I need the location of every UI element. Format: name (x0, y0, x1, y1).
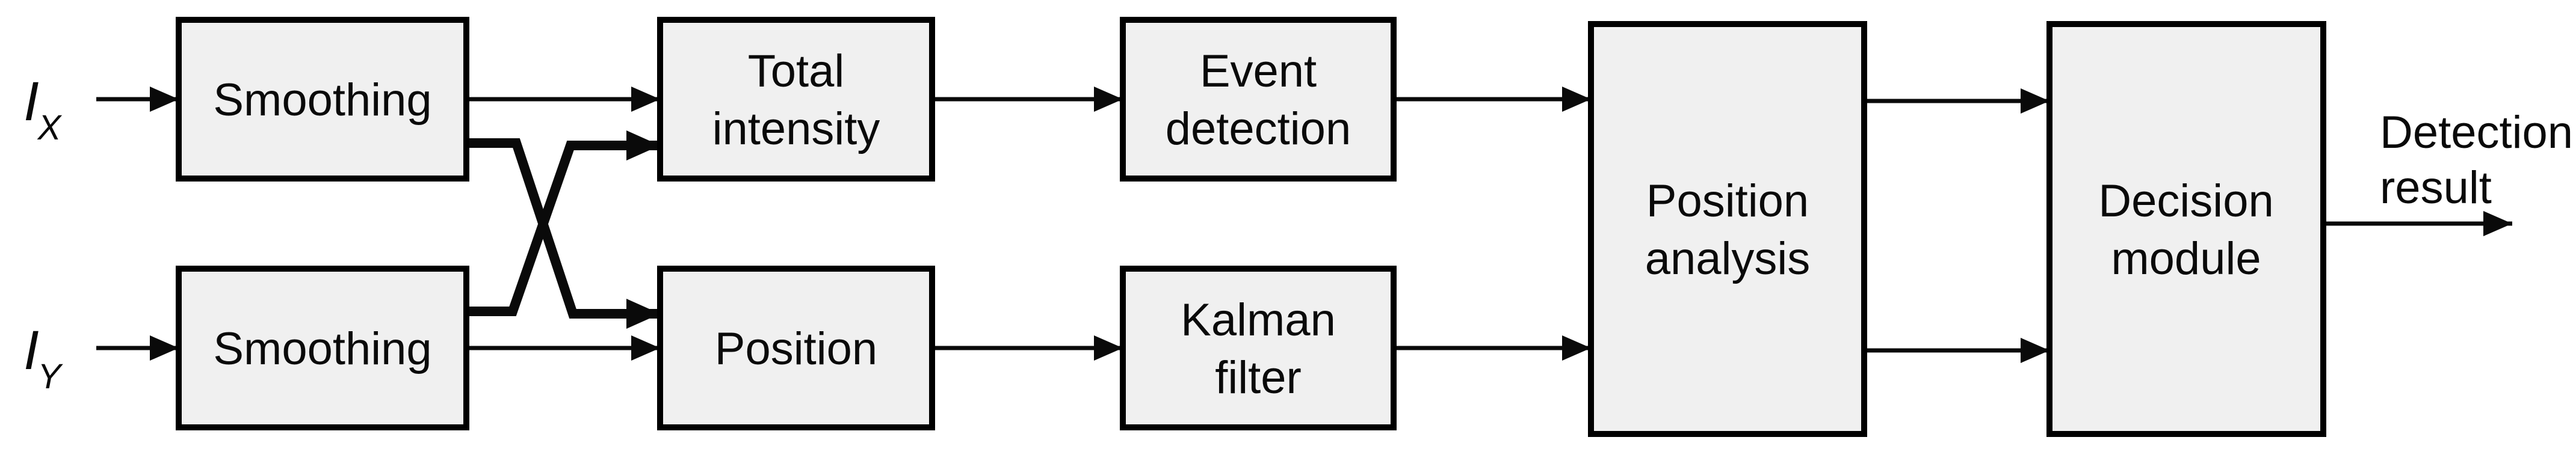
event-detection-label-line1: Event (1200, 46, 1317, 97)
kalman-filter-label-line1: Kalman (1181, 295, 1336, 346)
decision-module-label-line1: Decision (2098, 176, 2273, 227)
output-label-line1: Detection (2380, 107, 2573, 158)
input-iy-subscript: Y (38, 357, 64, 396)
position-analysis-label-line2: analysis (1645, 233, 1811, 284)
output-label-line2: result (2380, 162, 2492, 213)
input-iy-symbol: I (23, 320, 39, 381)
arrow-smoothing-y-to-total-intensity-crossed (466, 130, 660, 316)
smoothing-y-label: Smoothing (213, 323, 431, 374)
input-ix-symbol: I (23, 71, 39, 132)
decision-module-label-line2: module (2111, 233, 2261, 284)
position-analysis-block (1588, 21, 1867, 437)
position-analysis-label-line1: Position (1646, 176, 1809, 227)
smoothing-y-block (176, 266, 469, 430)
event-detection-block (1120, 17, 1397, 182)
smoothing-x-block (176, 17, 469, 182)
total-intensity-label-line1: Total (748, 46, 845, 97)
event-detection-label-line2: detection (1166, 103, 1351, 154)
input-ix-subscript: X (37, 108, 63, 147)
total-intensity-label-line2: intensity (712, 103, 880, 154)
kalman-filter-label-line2: filter (1215, 352, 1302, 403)
smoothing-x-label: Smoothing (213, 75, 431, 126)
decision-module-block (2046, 21, 2326, 437)
position-block (657, 266, 935, 430)
position-label: Position (715, 323, 877, 374)
total-intensity-block (657, 17, 935, 182)
kalman-filter-block (1120, 266, 1397, 430)
